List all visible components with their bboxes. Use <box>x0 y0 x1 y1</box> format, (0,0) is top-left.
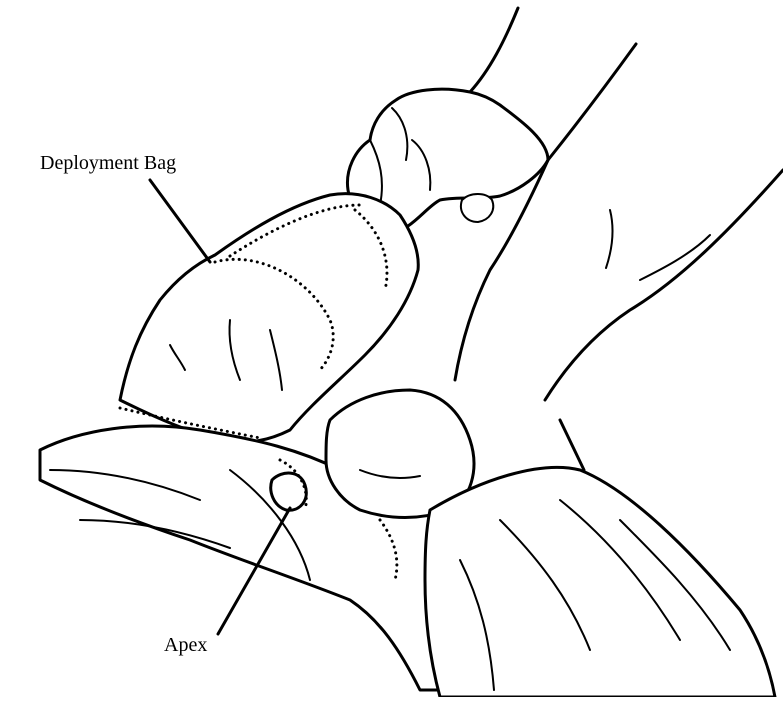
bundle-edge <box>560 420 584 470</box>
deployment-bag-leader <box>150 180 210 262</box>
sleeve-edge <box>545 170 783 400</box>
thumb-nail <box>461 194 493 222</box>
apex-label: Apex <box>164 634 207 657</box>
arm-outline-bottom <box>548 44 636 160</box>
arm-outline-top <box>470 8 518 92</box>
canopy-bundle <box>425 467 775 697</box>
deployment-bag-label: Deployment Bag <box>40 152 176 175</box>
sleeve-fold <box>606 210 613 268</box>
